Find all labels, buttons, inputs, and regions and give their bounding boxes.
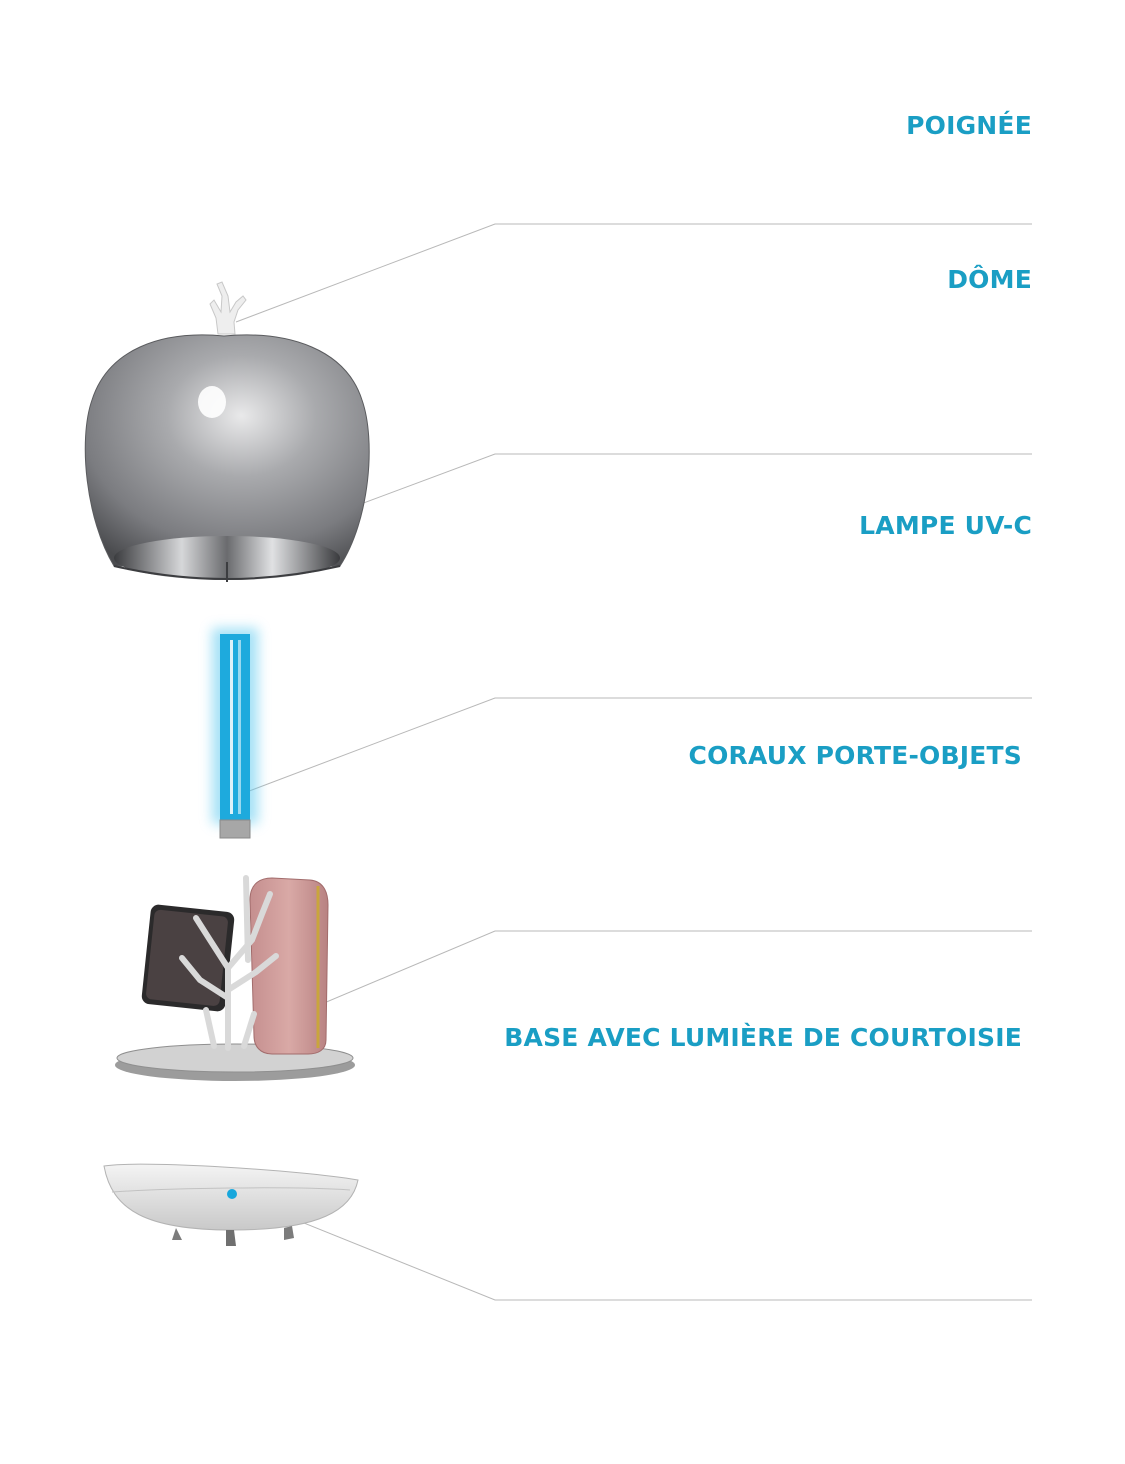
leader-line-base-light [231,1193,1032,1301]
courtesy-light-indicator [227,1189,237,1199]
label-dome: DÔME [947,265,1032,294]
label-base-light: BASE AVEC LUMIÈRE DE COURTOISIE [504,1023,1022,1052]
coral-handle-illustration [209,281,247,335]
leader-line-coral-holders [259,930,1032,1031]
label-handle: POIGNÉE [906,111,1032,140]
label-uvc-lamp: LAMPE UV-C [859,511,1032,540]
leader-line-uvc-lamp [235,697,1032,797]
uv-lamp-illustration [212,628,258,839]
label-coral-holders: CORAUX PORTE-OBJETS [688,741,1022,770]
chrome-dome-illustration [84,334,370,582]
leader-line-handle [235,223,1032,323]
base-illustration [103,1163,359,1246]
coral-tree-illustration [115,875,355,1081]
